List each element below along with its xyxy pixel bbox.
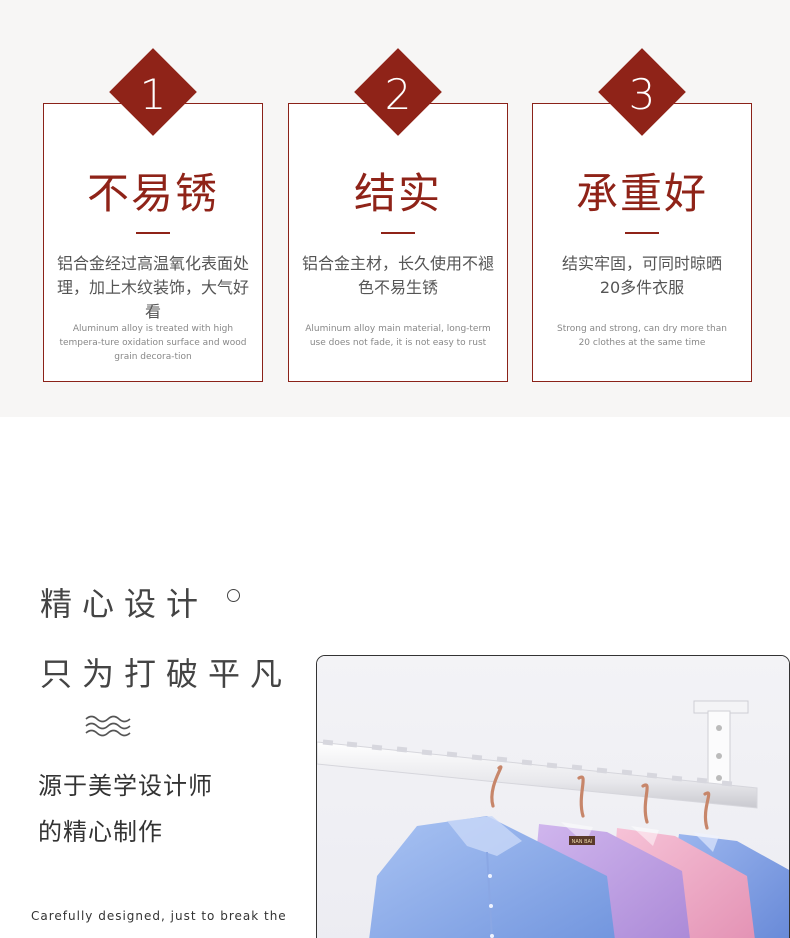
feature-title: 结实: [353, 169, 442, 218]
feature-title: 不易锈: [86, 169, 219, 218]
feature-title: 承重好: [575, 169, 708, 218]
hanger-label: NAN BAI: [572, 839, 593, 845]
design-subline-1: 源于美学设计师: [38, 772, 213, 800]
title-underline: [625, 232, 659, 234]
feature-description-en: Strong and strong, can dry more than 20 …: [557, 324, 727, 348]
feature-number: 1: [139, 70, 167, 119]
feature-card-load-bearing: 3 承重好 结实牢固，可同时晾晒20多件衣服 Strong and strong…: [532, 48, 752, 382]
title-underline: [381, 232, 415, 234]
design-headline-1: 精心设计: [40, 585, 209, 623]
product-photo-frame: NAN BAI: [316, 655, 790, 938]
feature-description-en: Aluminum alloy main material, long-term …: [305, 324, 491, 348]
feature-number: 3: [628, 70, 656, 119]
title-underline: [136, 232, 170, 234]
circle-dot-icon: [227, 589, 240, 602]
feature-description: 铝合金经过高温氧化表面处理，加上木纹装饰，大气好看: [56, 254, 249, 321]
feature-description-en: Aluminum alloy is treated with high temp…: [59, 324, 247, 362]
wave-lines-icon: [85, 715, 131, 737]
feature-description: 铝合金主材，长久使用不褪色不易生锈: [301, 254, 494, 297]
feature-description: 结实牢固，可同时晾晒20多件衣服: [561, 254, 722, 297]
feature-card-rust-proof: 1 不易锈 铝合金经过高温氧化表面处理，加上木纹装饰，大气好看 Aluminum…: [43, 48, 263, 382]
design-subline-2: 的精心制作: [38, 818, 163, 846]
design-headline-2: 只为打破平凡: [40, 655, 293, 693]
feature-card-sturdy: 2 结实 铝合金主材，长久使用不褪色不易生锈 Aluminum alloy ma…: [288, 48, 508, 382]
features-section: 1 不易锈 铝合金经过高温氧化表面处理，加上木纹装饰，大气好看 Aluminum…: [0, 0, 790, 417]
drying-rack-photo: NAN BAI: [317, 656, 789, 938]
design-caption-en: Carefully designed, just to break the: [31, 909, 287, 923]
feature-number: 2: [384, 70, 412, 119]
